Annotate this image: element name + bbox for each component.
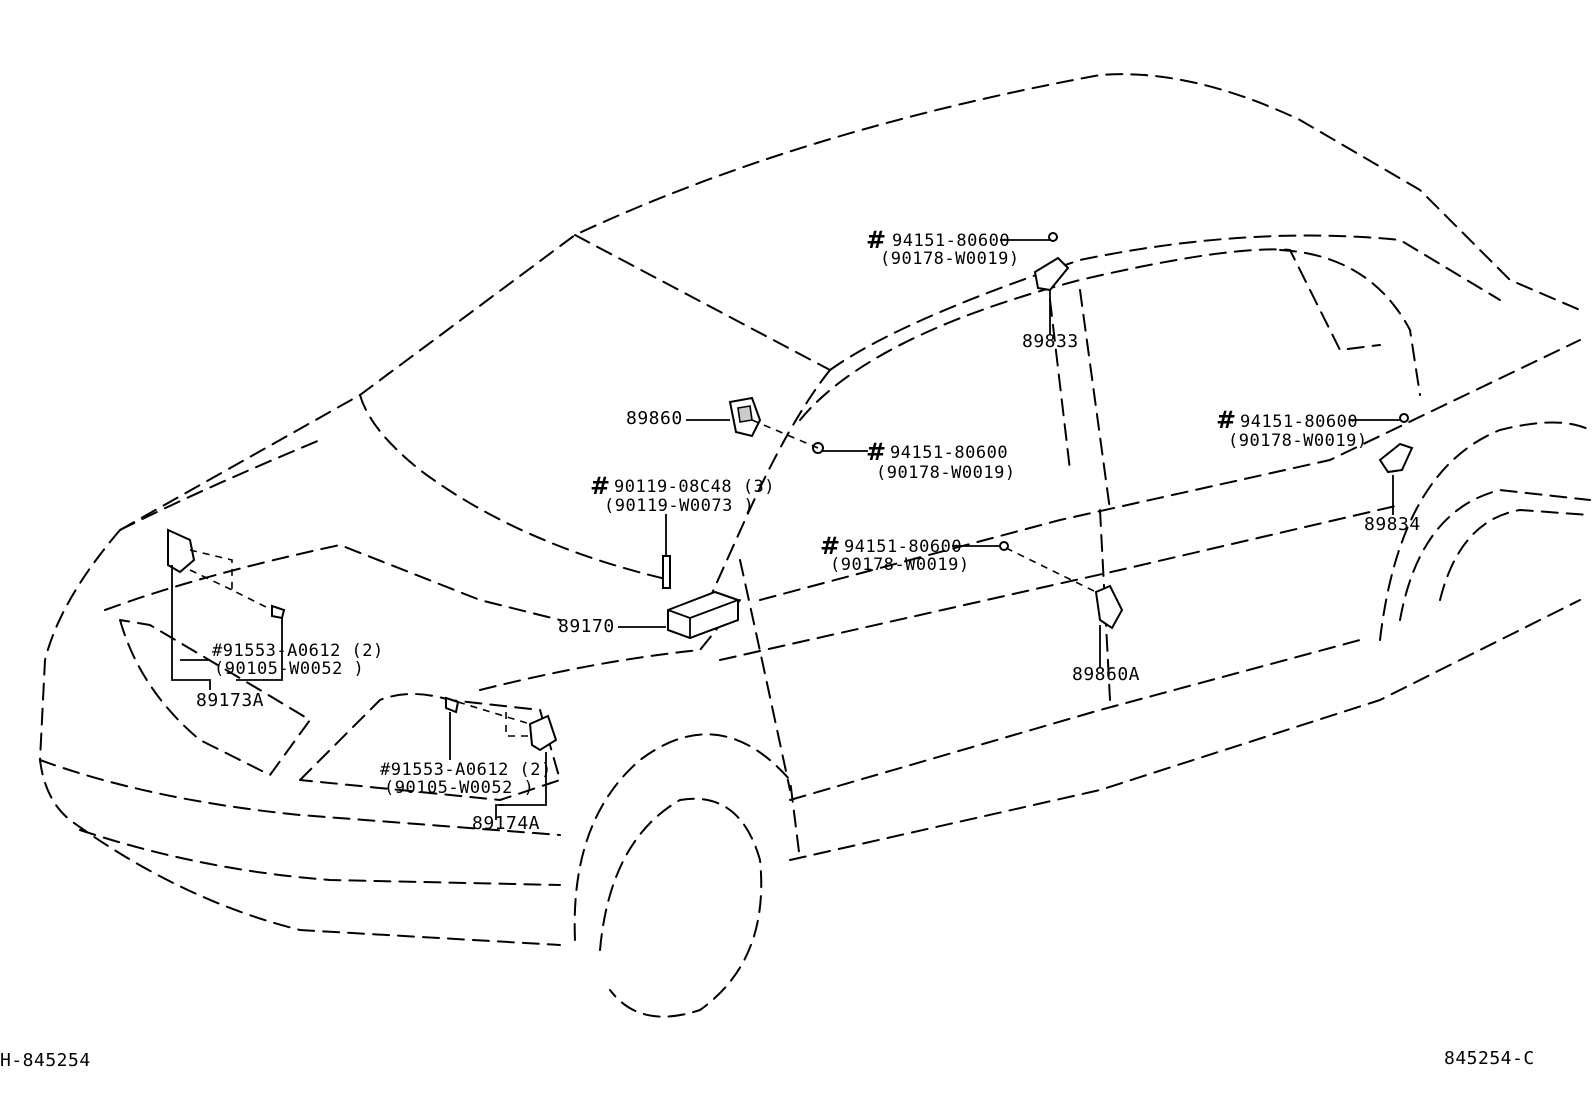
label-89860: 89860 xyxy=(626,408,683,429)
windshield-top xyxy=(574,234,831,371)
sensor-89860A xyxy=(999,541,1124,630)
rear-wheel-arch xyxy=(1379,421,1591,641)
b-pillar xyxy=(1049,289,1111,511)
rear-window xyxy=(1279,249,1421,396)
lower-bumper xyxy=(79,829,561,886)
hood-front xyxy=(104,544,561,621)
airbag-ecu-89170 xyxy=(662,555,739,640)
sensor-89174A xyxy=(445,696,558,752)
nut-a-part-number: 94151-80600 xyxy=(892,231,1011,251)
sensor-89860 xyxy=(728,396,762,438)
bolt-part-number: 90119-08C48 (3) xyxy=(614,477,776,497)
label-89834: 89834 xyxy=(1364,514,1421,535)
nut-c-alt-number: (90178-W0019) xyxy=(1228,431,1368,451)
bolt-alt-number: (90119-W0073 ) xyxy=(604,496,755,516)
label-89170: 89170 xyxy=(558,616,615,637)
footer-left-code: H-845254 xyxy=(0,1050,91,1071)
bumper-line xyxy=(39,759,561,836)
nut-d-part-number: 94151-80600 xyxy=(844,537,963,557)
front-face xyxy=(39,529,561,946)
door-bottom xyxy=(789,639,1361,801)
a-pillar xyxy=(699,369,831,621)
nut-b-part-number: 94151-80600 xyxy=(890,443,1009,463)
label-89173A: 89173A xyxy=(196,690,265,711)
sensor-89834 xyxy=(1378,413,1414,474)
hood-line xyxy=(119,439,321,531)
hash-mark-nut-c: # xyxy=(1216,406,1237,434)
nut-c-part-number: 94151-80600 xyxy=(1240,412,1359,432)
front-door-front xyxy=(739,559,791,791)
hash-mark-bolt: # xyxy=(590,472,611,500)
front-wheel xyxy=(599,797,763,1018)
beltline-lower xyxy=(719,504,1401,661)
screw-b-alt-number: (90105-W0052 ) xyxy=(384,778,535,798)
hash-mark-nut-a: # xyxy=(866,226,887,254)
hash-mark-nut-b: # xyxy=(866,438,887,466)
label-89833: 89833 xyxy=(1022,331,1079,352)
roof-outline xyxy=(119,73,1581,531)
door-frame-top xyxy=(799,248,1381,421)
roofline-inner xyxy=(829,234,1501,371)
nut-a-alt-number: (90178-W0019) xyxy=(880,249,1020,269)
sensor-89173A xyxy=(167,528,286,620)
label-89174A: 89174A xyxy=(472,813,541,834)
nut-b-alt-number: (90178-W0019) xyxy=(876,463,1016,483)
leader-lines xyxy=(171,239,1400,820)
windshield-base xyxy=(359,394,671,581)
footer-right-code: 845254-C xyxy=(1444,1048,1535,1069)
screw-a-alt-number: (90105-W0052 ) xyxy=(214,659,365,679)
hash-mark-nut-d: # xyxy=(820,532,841,560)
grille xyxy=(119,619,311,776)
beltline xyxy=(759,339,1581,601)
rear-wheel xyxy=(1399,489,1591,621)
front-wheel-arch xyxy=(573,733,801,941)
nut-d-alt-number: (90178-W0019) xyxy=(830,555,970,575)
door-seam xyxy=(1099,509,1111,701)
hood-edge xyxy=(479,599,741,691)
screw-a-part-number: #91553-A0612 (2) xyxy=(212,641,384,661)
label-89860A: 89860A xyxy=(1072,664,1141,685)
rocker-panel xyxy=(789,599,1581,861)
sensor-89833 xyxy=(1033,232,1070,292)
screw-b-part-number: #91553-A0612 (2) xyxy=(380,760,552,780)
